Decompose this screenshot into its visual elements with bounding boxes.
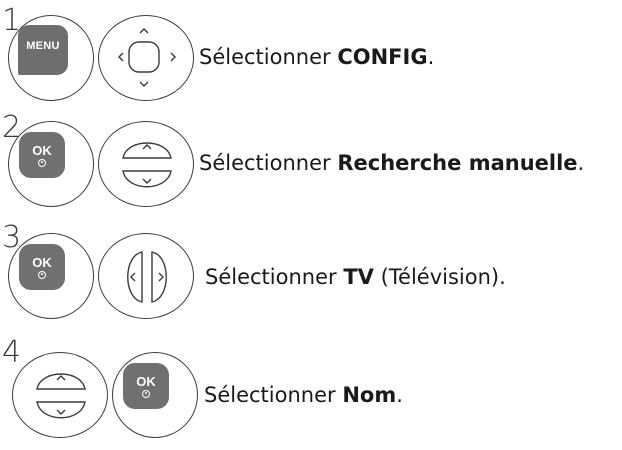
step-instruction: Sélectionner Nom. — [204, 383, 403, 407]
step-number: 1 — [2, 3, 22, 38]
ok-key-icon: OK — [123, 363, 169, 409]
up-down-buttons[interactable] — [98, 121, 194, 207]
chevron-right-icon — [170, 52, 176, 62]
instruction-target: TV — [343, 265, 374, 289]
ok-dot-icon — [38, 158, 46, 167]
navigation-pad-icon — [118, 28, 176, 87]
ok-key-icon: OK — [19, 132, 65, 178]
chevron-up-icon — [56, 375, 66, 381]
left-right-buttons[interactable] — [98, 233, 194, 319]
ok-dot-icon — [142, 389, 150, 398]
step-number: 2 — [2, 110, 22, 145]
step-instruction: Sélectionner Recherche manuelle. — [199, 151, 584, 175]
up-down-buttons-icon — [36, 373, 86, 419]
instruction-target: Recherche manuelle — [337, 151, 578, 175]
chevron-left-icon — [130, 272, 136, 282]
ok-dot-icon — [38, 270, 46, 279]
instruction-target: Nom — [342, 383, 397, 407]
ok-key-icon: OK — [19, 244, 65, 290]
ok-button[interactable]: OK — [8, 121, 94, 207]
menu-key-label: MENU — [26, 40, 60, 52]
instruction-suffix: . — [396, 383, 403, 407]
navigation-pad[interactable] — [98, 15, 194, 101]
ok-button[interactable]: OK — [112, 352, 198, 438]
chevron-down-icon — [139, 81, 149, 87]
chevron-down-icon — [56, 409, 66, 415]
left-right-buttons-icon — [127, 251, 167, 303]
chevron-left-icon — [118, 52, 124, 62]
step-2: 2 OK Sélectionner Recherche manuelle. — [0, 0, 622, 220]
ok-key-label: OK — [136, 373, 156, 389]
ok-key-label: OK — [32, 142, 52, 158]
chevron-down-icon — [142, 178, 152, 184]
instruction-prefix: Sélectionner — [199, 151, 338, 175]
instruction-suffix: (Télévision). — [373, 265, 506, 289]
step-1: 1 MENU Sélectionner CONFIG. — [0, 0, 622, 110]
step-3: 3 OK Sélectionner TV (Télévision). — [2, 220, 506, 319]
step-number: 4 — [2, 335, 22, 370]
menu-key-icon: MENU — [18, 25, 68, 75]
instruction-suffix: . — [427, 45, 435, 69]
chevron-up-icon — [142, 144, 152, 150]
step-instruction: Sélectionner TV (Télévision). — [205, 265, 506, 289]
step-number: 3 — [2, 220, 22, 255]
chevron-right-icon — [158, 272, 164, 282]
instruction-prefix: Sélectionner — [205, 265, 344, 289]
instruction-prefix: Sélectionner — [199, 45, 338, 69]
instruction-target: CONFIG — [337, 45, 428, 69]
step-instruction: Sélectionner CONFIG. — [199, 45, 434, 69]
chevron-up-icon — [139, 28, 149, 34]
up-down-buttons-icon — [122, 142, 172, 188]
instruction-suffix: . — [577, 151, 585, 175]
ok-button[interactable]: OK — [8, 233, 94, 319]
up-down-buttons[interactable] — [12, 352, 108, 438]
instruction-prefix: Sélectionner — [204, 383, 343, 407]
menu-button[interactable]: MENU — [8, 15, 94, 101]
ok-key-label: OK — [32, 254, 52, 270]
